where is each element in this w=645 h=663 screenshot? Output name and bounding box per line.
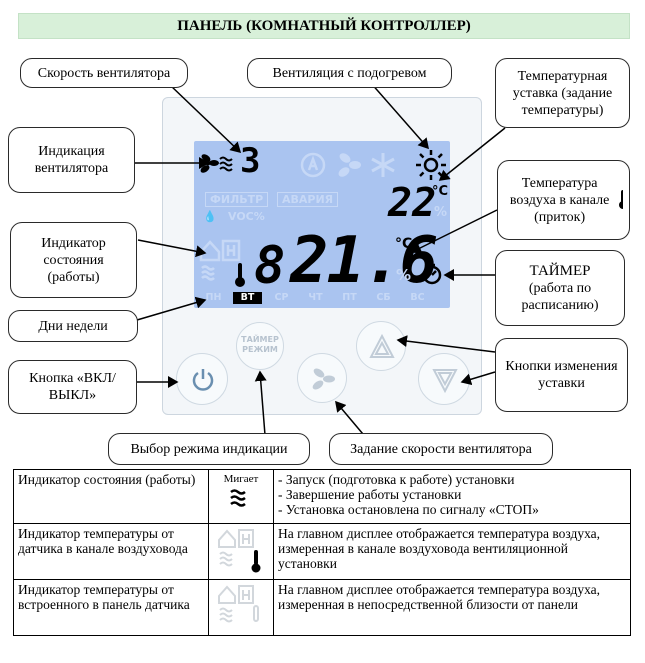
power-icon [192, 369, 214, 391]
fan-icon [312, 368, 335, 390]
sun-heating-icon [416, 150, 446, 180]
description-line: - Установка остановлена по сигналу «СТОП… [278, 502, 539, 517]
fan-speed-digit: 3 [240, 141, 261, 181]
thermometer-icon [619, 190, 623, 209]
day-thu: ЧТ [308, 292, 323, 303]
setpoint-percent: % [434, 205, 448, 220]
panel-sensor-icon [218, 585, 259, 623]
dim-digit: 8 [254, 236, 286, 296]
table-cell-name: Индикатор температуры от встроенного в п… [13, 579, 209, 636]
power-button[interactable] [176, 353, 228, 405]
description-line: - Завершение работы установки [278, 487, 462, 502]
main-percent: % [396, 266, 412, 284]
callout-duct-temp-text: Температура воздуха в канале (приток) [509, 175, 610, 225]
callout-fan-indication: Индикация вентилятора [8, 127, 135, 193]
callout-status-indicator: Индикатор состояния (работы) [10, 222, 137, 298]
callout-power-button: Кнопка «ВКЛ/ВЫКЛ» [8, 360, 137, 414]
callout-weekdays: Дни недели [8, 310, 138, 342]
setpoint-value: 22 [388, 180, 437, 226]
table-cell-description: - Запуск (подготовка к работе) установки… [273, 469, 631, 524]
page-title: ПАНЕЛЬ (КОМНАТНЫЙ КОНТРОЛЛЕР) [18, 13, 630, 39]
day-fri: ПТ [342, 292, 357, 303]
callout-display-mode: Выбор режима индикации [108, 433, 310, 465]
indicator-table: Индикатор состояния (работы) Мигает - За… [13, 469, 631, 636]
table-cell-name: Индикатор температуры от датчика в канал… [13, 523, 209, 580]
table-cell-description: На главном дисплее отображается температ… [273, 579, 631, 636]
callout-timer-sub: (работа по расписанию) [521, 280, 599, 313]
callout-temp-setpoint: Температурная уставка (задание температу… [495, 58, 630, 128]
table-cell-symbol [208, 579, 274, 636]
arrow-down-icon [432, 369, 458, 394]
timer-mode-label-2: РЕЖИМ [242, 345, 278, 354]
day-tue: ВТ [233, 292, 262, 304]
table-cell-name: Индикатор состояния (работы) [13, 469, 209, 524]
day-mon: ПН [205, 292, 222, 303]
humidity-drop-icon: 💧 [203, 210, 217, 223]
table-cell-symbol [208, 523, 274, 580]
table-row: Индикатор температуры от датчика в канал… [13, 523, 631, 580]
timer-mode-button[interactable]: ТАЙМЕР РЕЖИМ [236, 322, 284, 370]
table-cell-symbol: Мигает [208, 469, 274, 524]
fan-speed-button[interactable] [297, 353, 347, 403]
callout-heated-vent: Вентиляция с подогревом [247, 58, 452, 88]
main-temperature: 21.6 [290, 224, 438, 298]
setpoint-unit: °C [432, 184, 449, 199]
status-indicator-icons [199, 239, 241, 281]
thermometer-icon [235, 263, 245, 287]
blink-label: Мигает [223, 473, 259, 485]
day-wed: СР [274, 292, 289, 303]
callout-timer-title: ТАЙМЕР [529, 262, 591, 279]
mode-icons [300, 152, 395, 178]
timer-icon [422, 263, 442, 285]
arrow-up-icon [369, 333, 395, 358]
day-sat: СБ [376, 292, 391, 303]
table-row: Индикатор температуры от встроенного в п… [13, 579, 631, 636]
filter-indicator: ФИЛЬТР [205, 192, 269, 207]
table-row: Индикатор состояния (работы) Мигает - За… [13, 469, 631, 524]
table-cell-description: На главном дисплее отображается температ… [273, 523, 631, 580]
voc-indicator: VOC% [228, 210, 265, 223]
callout-duct-temp: Температура воздуха в канале (приток) [497, 160, 630, 240]
timer-mode-label-1: ТАЙМЕР [241, 335, 279, 344]
callout-fan-speed: Скорость вентилятора [20, 58, 188, 88]
main-temperature-unit: °C [395, 236, 413, 252]
callout-timer: ТАЙМЕР (работа по расписанию) [495, 250, 625, 326]
duct-thermometer-icon [218, 529, 261, 573]
callout-fan-speed-set: Задание скорости вентилятора [329, 433, 553, 465]
alarm-indicator: АВАРИЯ [277, 192, 339, 207]
day-sun: ВС [410, 292, 425, 303]
callout-setpoint-buttons: Кнопки изменения уставки [495, 338, 628, 412]
fan-wave-icon [230, 489, 246, 507]
description-line: - Запуск (подготовка к работе) установки [278, 472, 515, 487]
